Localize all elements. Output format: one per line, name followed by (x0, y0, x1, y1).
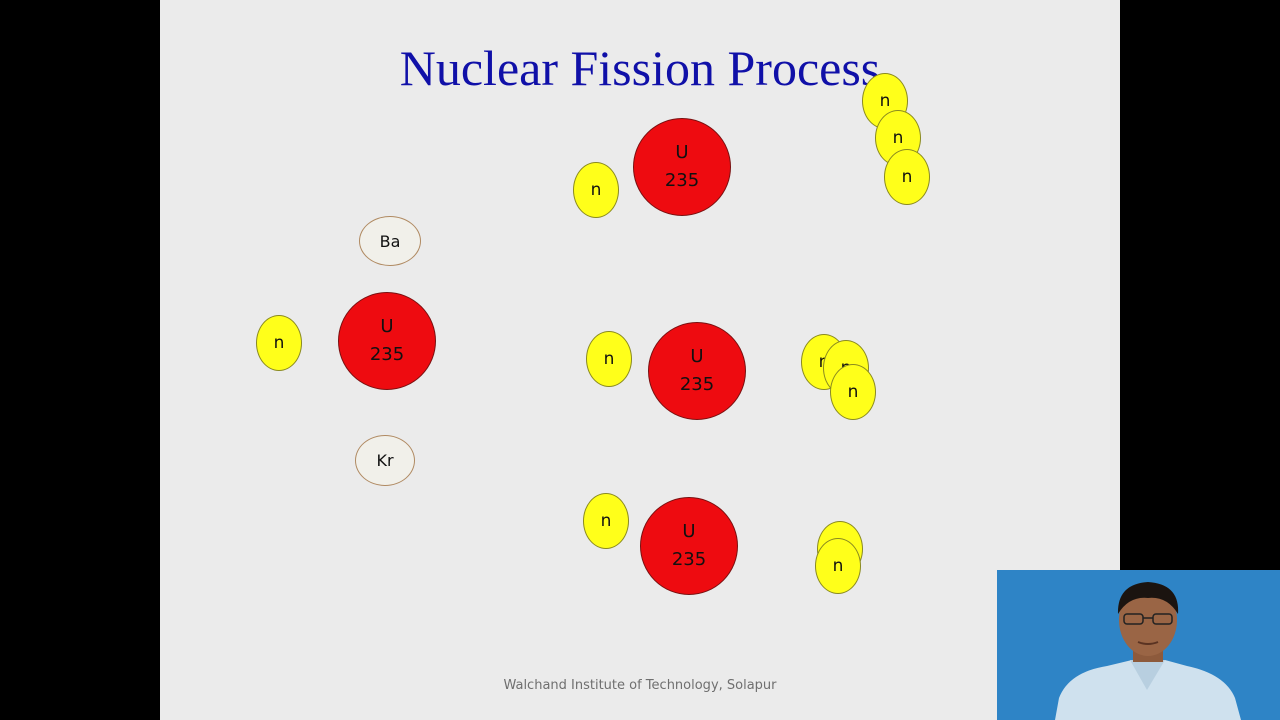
barium-fragment: Ba (359, 216, 421, 266)
slide-title: Nuclear Fission Process (399, 40, 881, 96)
neutron-bottom-left: n (583, 493, 629, 549)
uranium-nucleus-initial: U 235 (338, 292, 436, 390)
incoming-neutron: n (256, 315, 302, 371)
neutron-top-left: n (573, 162, 619, 218)
uranium-mass: 235 (679, 374, 715, 395)
uranium-mass: 235 (671, 549, 707, 570)
uranium-symbol: U (380, 316, 394, 337)
uranium-nucleus-top: U 235 (633, 118, 731, 216)
uranium-nucleus-middle: U 235 (648, 322, 746, 420)
neutron-middle-left: n (586, 331, 632, 387)
neutron-middle-right-3: n (830, 364, 876, 420)
presenter-image (997, 570, 1280, 720)
presenter-webcam (997, 570, 1280, 720)
uranium-symbol: U (682, 521, 696, 542)
krypton-fragment: Kr (355, 435, 415, 486)
uranium-nucleus-bottom: U 235 (640, 497, 738, 595)
neutron-bottom-right-2: n (815, 538, 861, 594)
uranium-symbol: U (690, 346, 704, 367)
uranium-mass: 235 (664, 170, 700, 191)
uranium-symbol: U (675, 142, 689, 163)
uranium-mass: 235 (369, 344, 405, 365)
slide: Nuclear Fission Process n U 235 Ba Kr n … (160, 0, 1120, 720)
slide-footer: Walchand Institute of Technology, Solapu… (503, 678, 777, 693)
neutron-top-right-3: n (884, 149, 930, 205)
